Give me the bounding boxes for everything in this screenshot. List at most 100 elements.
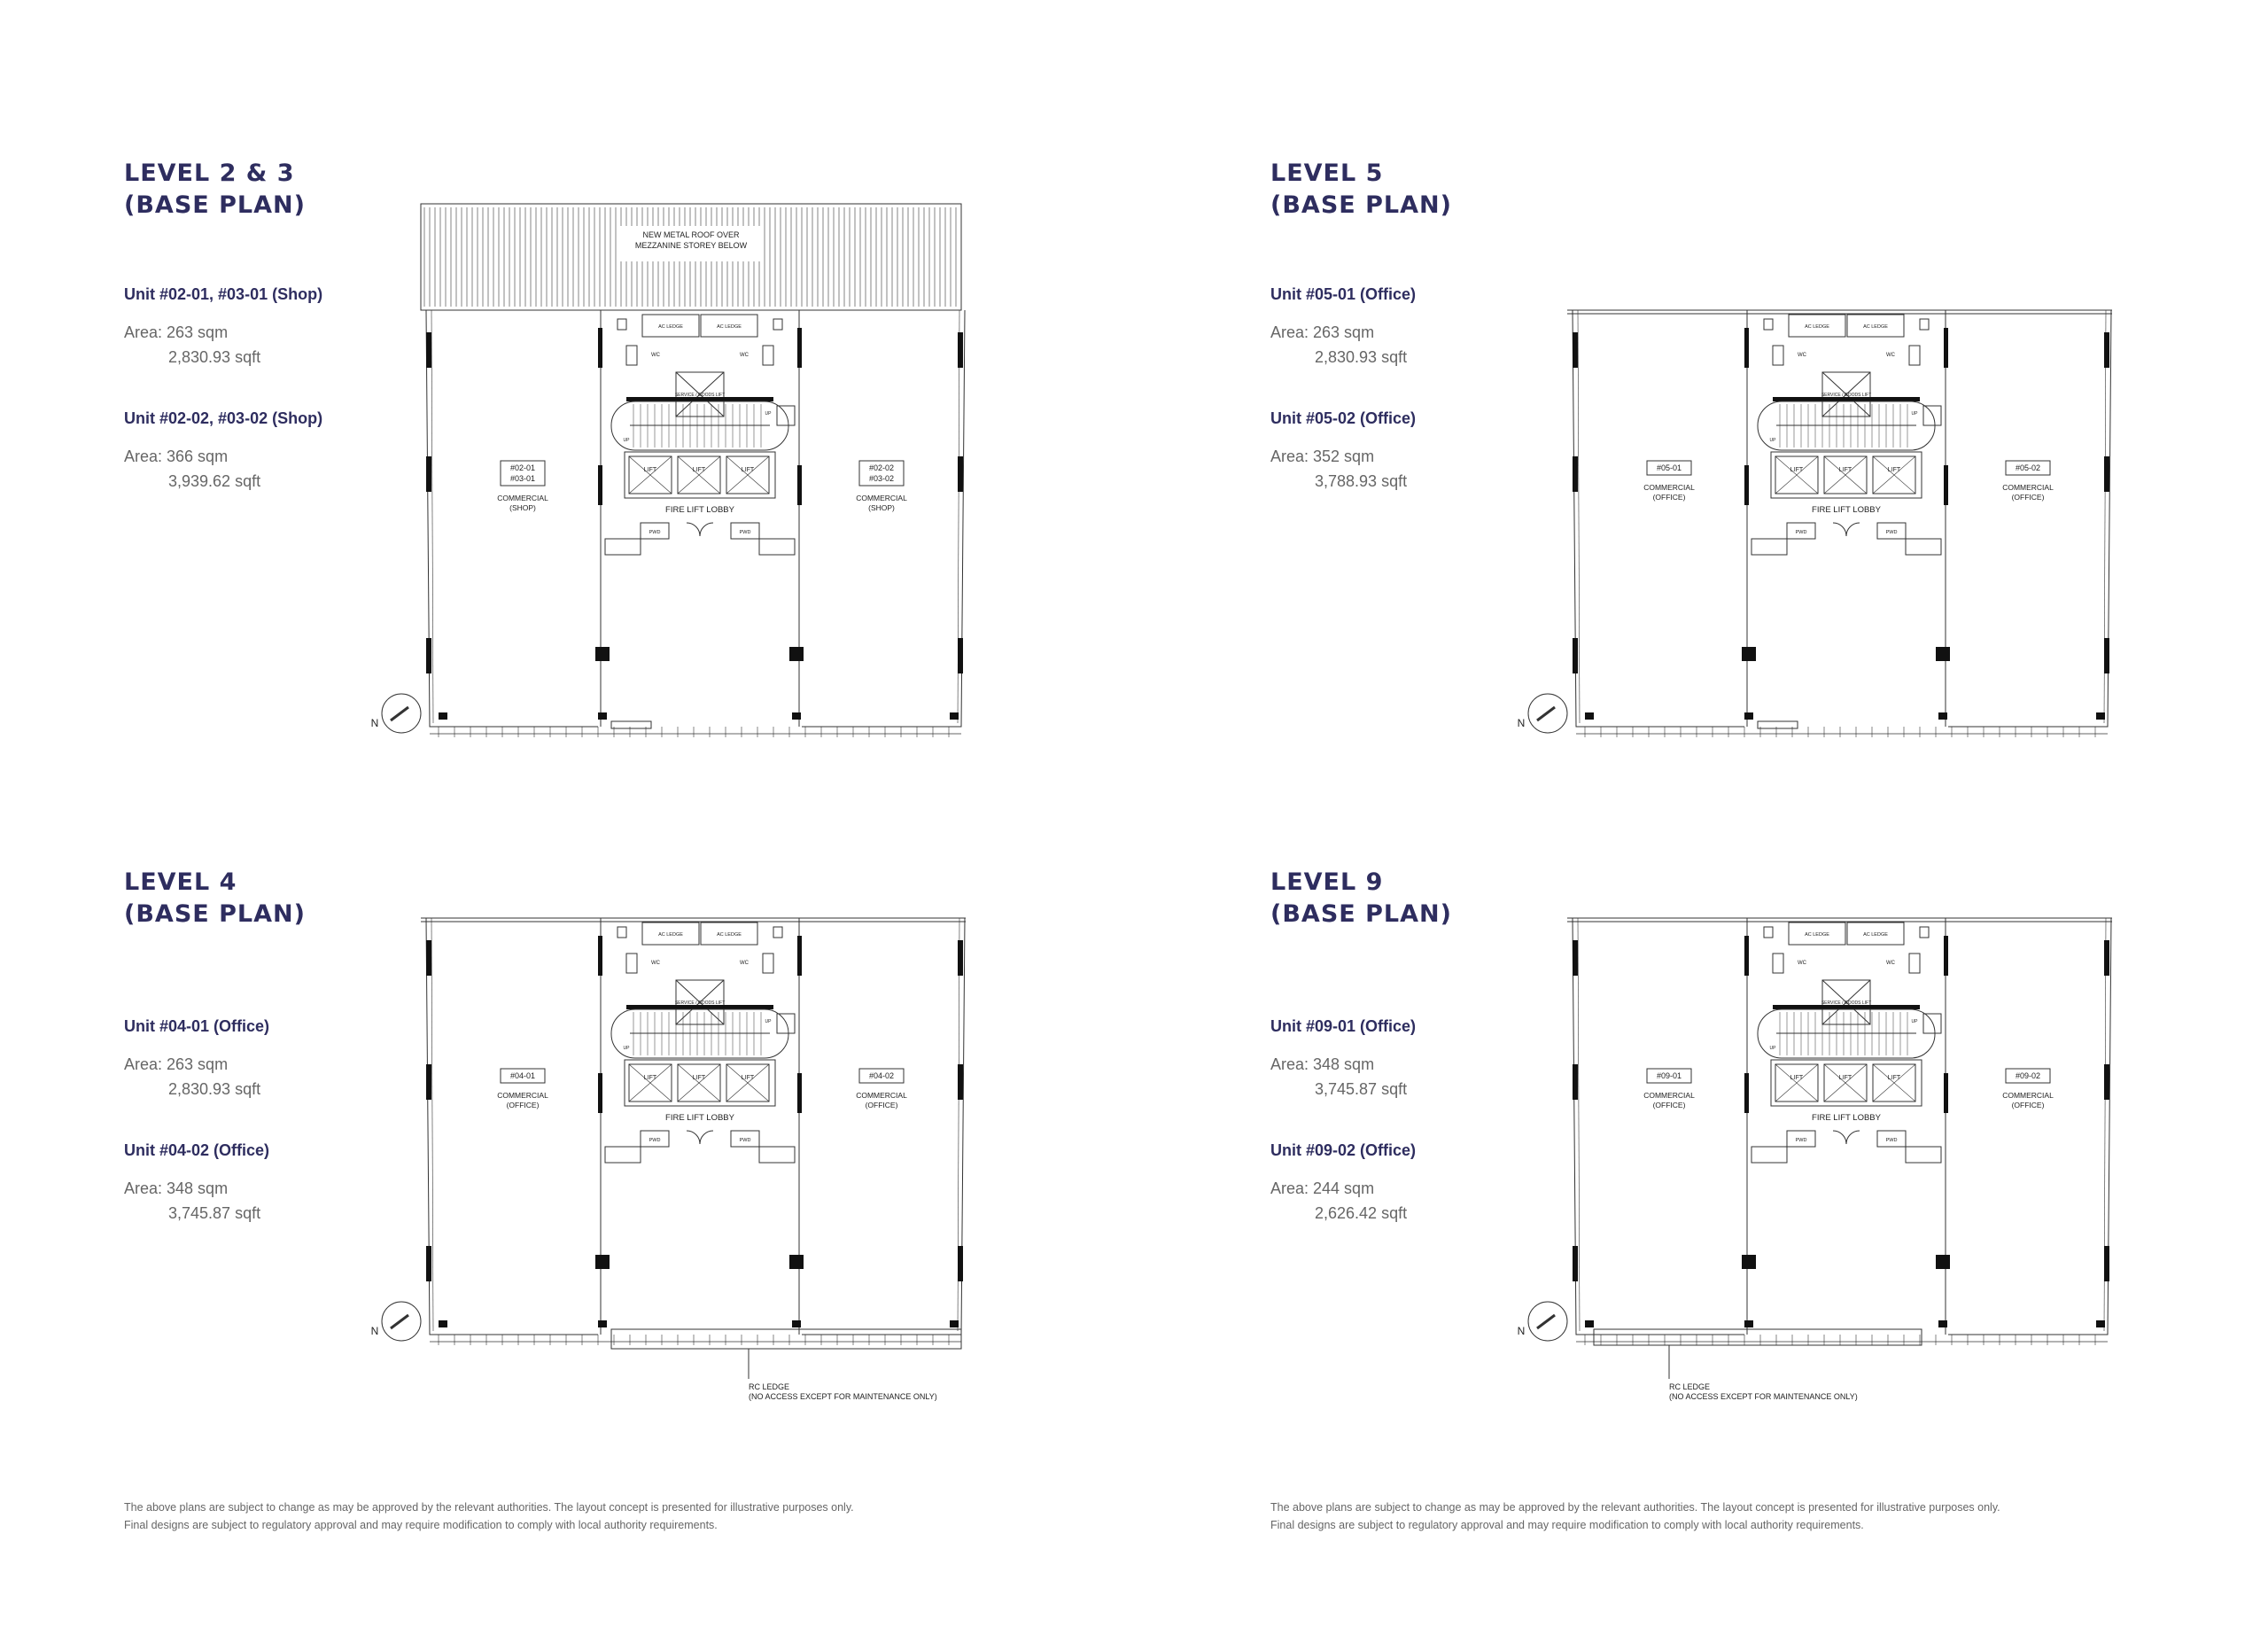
service-lift-shaft	[1821, 371, 1871, 417]
toilet-fixture	[1919, 318, 1930, 331]
unit-area-sqm: Area: 263 sqm	[124, 1055, 229, 1073]
lift-label: LIFT	[1790, 467, 1804, 473]
passenger-lift	[1823, 455, 1868, 494]
riser-shaft	[776, 405, 796, 426]
stair-up-label: UP	[624, 438, 631, 443]
metal-roof	[420, 203, 962, 311]
ac-ledge-label: AC LEDGE	[717, 932, 742, 938]
wc-label: WC	[1798, 961, 1807, 966]
unit-area-sqm: Area: 348 sqm	[124, 1179, 229, 1197]
riser-shaft	[625, 953, 638, 974]
floor-plan-drawing: RC LEDGE(NO ACCESS EXCEPT FOR MAINTENANC…	[371, 917, 966, 1401]
lift-cross	[726, 455, 770, 494]
unit-label: Unit #09-01 (Office)	[1270, 1017, 1417, 1035]
core-column	[1944, 465, 1948, 505]
facade-panel	[958, 638, 963, 673]
ledge-note-line2: (NO ACCESS EXCEPT FOR MAINTENANCE ONLY)	[749, 1392, 937, 1401]
stair-wall	[1773, 1005, 1920, 1009]
passenger-lift	[1775, 1063, 1819, 1102]
stair-wall	[626, 1005, 773, 1009]
unit-use-label: COMMERCIAL	[497, 1091, 548, 1100]
passenger-lift	[1775, 455, 1819, 494]
structural-column	[1742, 647, 1756, 661]
inner-wall-left	[1577, 917, 1581, 1332]
unit-area-sqft: 2,830.93 sqft	[168, 1080, 261, 1098]
service-lift-shaft	[1821, 979, 1871, 1025]
facade-panel	[426, 1064, 431, 1100]
fire-lift-lobby-label: FIRE LIFT LOBBY	[665, 1113, 735, 1123]
lift-cross	[1872, 1063, 1916, 1102]
unit-tag-text: #02-01	[510, 463, 535, 472]
outer-wall-right	[1948, 917, 2112, 1335]
service-lift-label: SERVICE / GOODS LIFT	[1821, 1000, 1871, 1006]
facade-panel	[1573, 1064, 1578, 1100]
ac-ledge-label: AC LEDGE	[658, 324, 683, 330]
facade-panel	[1573, 332, 1578, 368]
unit-area-sqm: Area: 244 sqm	[1270, 1179, 1375, 1197]
facade-panel	[426, 638, 431, 673]
unit-use-label: (SHOP)	[868, 503, 895, 512]
lift-label: LIFT	[1839, 1075, 1852, 1081]
lift-label: LIFT	[742, 467, 755, 473]
unit-tag-box	[858, 1068, 905, 1084]
riser-shaft	[604, 538, 641, 556]
toilet-fixture	[1919, 926, 1930, 938]
stair-up-label: UP	[765, 1019, 773, 1024]
structural-column	[595, 647, 610, 661]
roof-note-background	[620, 226, 762, 261]
structural-column	[595, 1255, 610, 1269]
outer-wall-left	[425, 917, 598, 1335]
ledge-note-line1: RC LEDGE	[1669, 1382, 1710, 1391]
lift-cross	[726, 1063, 770, 1102]
structural-column	[2096, 712, 2105, 720]
unit-area-sqm: Area: 263 sqm	[124, 323, 229, 341]
north-compass-icon	[381, 1301, 422, 1342]
structural-column	[1936, 647, 1950, 661]
pwd-toilet	[640, 1130, 670, 1148]
level-title: LEVEL 2 & 3 (BASE PLAN)	[124, 158, 306, 222]
lobby-door	[686, 522, 714, 537]
stair-up-label: UP	[624, 1046, 631, 1051]
level-title-line2: (BASE PLAN)	[124, 900, 306, 928]
disclaimer-left: The above plans are subject to change as…	[124, 1499, 1116, 1534]
facade-panel	[958, 456, 963, 492]
disclaimer-line1: The above plans are subject to change as…	[124, 1501, 854, 1514]
pwd-toilet	[730, 1130, 760, 1148]
unit-area-sqft: 3,788.93 sqft	[1315, 472, 1408, 490]
facade-panel	[2104, 638, 2109, 673]
toilet-fixture	[617, 926, 627, 938]
disclaimer-line2: Final designs are subject to regulatory …	[124, 1519, 718, 1531]
unit-tag-box	[500, 460, 546, 487]
pwd-label: PWD	[1796, 530, 1807, 535]
ac-ledge-label: AC LEDGE	[658, 932, 683, 938]
unit-tag-text: #02-02	[869, 463, 894, 472]
level-title-line1: LEVEL 5	[1270, 160, 1384, 187]
ac-ledge-label: AC LEDGE	[1863, 932, 1888, 938]
lift-label: LIFT	[1790, 1075, 1804, 1081]
lift-cross	[1821, 979, 1871, 1025]
unit-area-sqft: 3,745.87 sqft	[1315, 1080, 1408, 1098]
unit-use-label: COMMERCIAL	[1643, 483, 1695, 492]
riser-shaft	[1751, 1146, 1788, 1164]
pwd-label: PWD	[649, 1138, 661, 1143]
unit-use-label: COMMERCIAL	[856, 1091, 907, 1100]
service-lift-label: SERVICE / GOODS LIFT	[675, 393, 725, 398]
structural-column	[792, 712, 801, 720]
pwd-toilet	[1876, 1130, 1907, 1148]
unit-tag-box	[858, 460, 905, 487]
riser-shaft	[1751, 538, 1788, 556]
ac-ledge	[641, 314, 700, 338]
roof-note-line1: NEW METAL ROOF OVER	[642, 230, 740, 239]
lift-cross	[1823, 1063, 1868, 1102]
riser-shaft	[762, 345, 774, 366]
north-label: N	[1518, 1325, 1526, 1337]
pwd-label: PWD	[1796, 1138, 1807, 1143]
lift-label: LIFT	[1839, 467, 1852, 473]
lift-cross	[628, 455, 672, 494]
lift-cross	[1775, 1063, 1819, 1102]
structural-column	[1744, 1320, 1753, 1327]
passenger-lift	[726, 455, 770, 494]
north-arrow-icon	[1536, 705, 1556, 722]
